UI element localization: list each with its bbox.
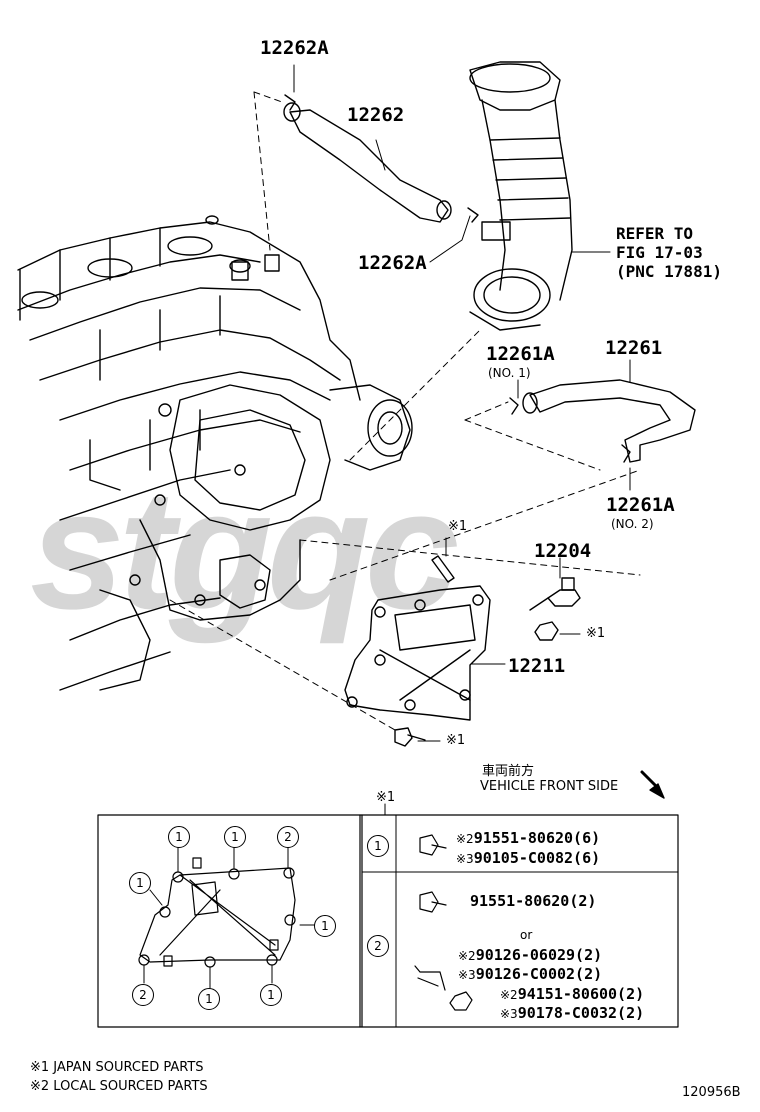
direction-jp: 車両前方 (482, 764, 535, 779)
sensor-12204 (529, 577, 581, 611)
refer-line-1: REFER TO (616, 224, 694, 243)
label-12262: 12262 (347, 104, 405, 126)
fastener-nut (534, 621, 559, 641)
label-12261A-no2: 12261A (606, 494, 675, 516)
part-number-row1-a: ※291551-80620(6) (456, 829, 601, 847)
part-number-row1-b: ※390105-C0082(6) (456, 849, 601, 867)
part-number-row2-b: ※290126-06029(2) (458, 946, 603, 964)
label-12262A-mid: 12262A (358, 252, 427, 274)
leader-lines (293, 64, 631, 742)
mark-stud: ※1 (448, 519, 468, 534)
label-12261A-no1-sub: (NO. 1) (488, 366, 531, 380)
gasket-drawing (138, 846, 318, 989)
front-arrow-shaft (640, 770, 657, 787)
gasket-callout-3: 2 (277, 826, 299, 848)
footnote-1: ※1 JAPAN SOURCED PARTS (30, 1060, 204, 1075)
fastener-stud (431, 555, 455, 583)
part-number-row2-c: ※390126-C0002(2) (458, 965, 603, 983)
fastener-bolt (394, 727, 426, 747)
refer-line-2: FIG 17-03 (616, 243, 703, 262)
engine-block (17, 215, 413, 691)
row-key-2: 2 (367, 935, 389, 957)
front-arrow-head (649, 783, 665, 799)
refer-fig-note: REFER TO FIG 17-03 (PNC 17881) (616, 224, 722, 281)
mark-bolt: ※1 (446, 733, 466, 748)
part-number-row2-a: 91551-80620(2) (470, 892, 597, 910)
row-key-1: 1 (367, 835, 389, 857)
label-12261: 12261 (605, 337, 663, 359)
gasket-callout-5: 1 (314, 915, 336, 937)
part-number-row2-d: ※294151-80600(2) (500, 985, 645, 1003)
hose-12261 (509, 379, 696, 463)
label-12262A-top: 12262A (260, 37, 329, 59)
watermark-text: stgqc (30, 455, 458, 645)
gasket-callout-4: 1 (129, 872, 151, 894)
table-header-mark: ※1 (376, 790, 396, 805)
direction-en: VEHICLE FRONT SIDE (480, 779, 619, 794)
part-number-row2-or: or (520, 928, 533, 942)
table-fastener-icons (414, 834, 473, 1011)
label-12204: 12204 (534, 540, 592, 562)
gasket-callout-1: 1 (168, 826, 190, 848)
label-12211: 12211 (508, 655, 566, 677)
dashed-lines (169, 91, 641, 731)
part-number-row2-e: ※390178-C0032(2) (500, 1004, 645, 1022)
gasket-callout-7: 1 (198, 988, 220, 1010)
gasket-callout-2: 1 (224, 826, 246, 848)
refer-line-3: (PNC 17881) (616, 262, 722, 281)
figure-id: 120956B (682, 1085, 741, 1100)
air-intake-hose (469, 61, 573, 331)
label-12261A-no2-sub: (NO. 2) (611, 517, 654, 531)
label-12261A-no1: 12261A (486, 343, 555, 365)
hose-12262 (283, 94, 479, 223)
footnote-2: ※2 LOCAL SOURCED PARTS (30, 1079, 208, 1094)
gasket-callout-6: 2 (132, 984, 154, 1006)
mark-nut: ※1 (586, 626, 606, 641)
gasket-callout-8: 1 (260, 984, 282, 1006)
fastener-table (97, 803, 679, 1028)
